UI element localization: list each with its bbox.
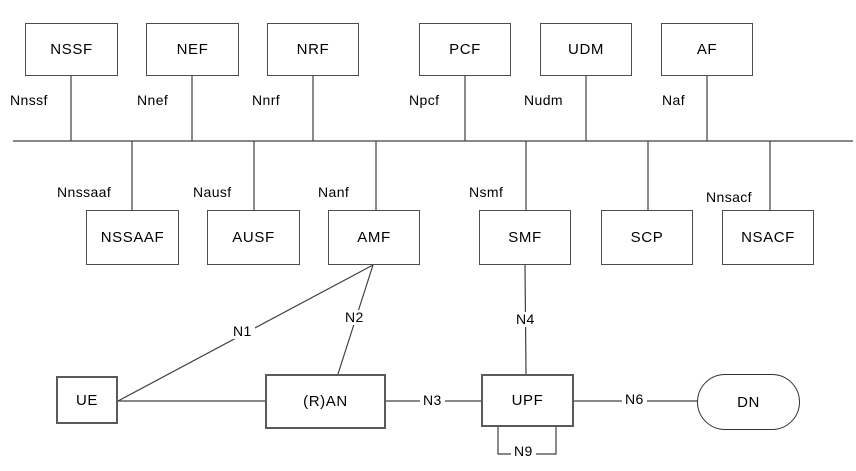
node-label-nssaaf: NSSAAF xyxy=(100,229,165,246)
node-box-nssf: NSSF xyxy=(25,23,118,76)
reference-label-n3: N3 xyxy=(420,393,445,408)
interface-label-nnef: Nnef xyxy=(137,92,169,108)
reference-label-n6: N6 xyxy=(622,392,647,407)
node-box-nef: NEF xyxy=(146,23,239,76)
reference-label-n9: N9 xyxy=(511,444,536,459)
interface-label-nudm: Nudm xyxy=(524,92,563,108)
node-label-smf: SMF xyxy=(508,229,542,246)
node-box-ue: UE xyxy=(56,376,118,424)
node-label-amf: AMF xyxy=(357,229,391,246)
node-label-ausf: AUSF xyxy=(232,229,275,246)
node-label-ran: (R)AN xyxy=(303,393,348,410)
reference-label-n1: N1 xyxy=(230,324,255,339)
interface-label-nanf: Nanf xyxy=(318,184,350,200)
node-box-af: AF xyxy=(661,23,753,76)
interface-label-nsmf: Nsmf xyxy=(469,184,504,200)
node-box-smf: SMF xyxy=(479,210,571,265)
node-label-pcf: PCF xyxy=(449,41,481,58)
node-box-nssaaf: NSSAAF xyxy=(86,210,179,265)
node-box-udm: UDM xyxy=(540,23,632,76)
node-label-ue: UE xyxy=(75,391,99,409)
node-label-nssf: NSSF xyxy=(50,41,93,58)
node-box-amf: AMF xyxy=(328,210,420,265)
reference-label-n4: N4 xyxy=(513,312,538,327)
node-box-pcf: PCF xyxy=(419,23,511,76)
node-label-scp: SCP xyxy=(630,229,664,246)
node-box-nsacf: NSACF xyxy=(722,210,814,265)
node-label-dn: DN xyxy=(737,393,760,411)
node-label-udm: UDM xyxy=(568,41,604,58)
node-label-nef: NEF xyxy=(176,41,209,58)
interface-label-nnsacf: Nnsacf xyxy=(706,189,752,205)
interface-label-nausf: Nausf xyxy=(193,184,232,200)
interface-label-nnrf: Nnrf xyxy=(252,92,281,108)
node-box-scp: SCP xyxy=(601,210,693,265)
interface-label-naf: Naf xyxy=(662,92,685,108)
node-label-nrf: NRF xyxy=(296,41,330,58)
node-box-ran: (R)AN xyxy=(265,374,386,429)
node-label-af: AF xyxy=(696,41,718,58)
node-box-upf: UPF xyxy=(481,374,574,427)
node-box-ausf: AUSF xyxy=(207,210,300,265)
reference-label-n2: N2 xyxy=(342,310,367,325)
node-label-nsacf: NSACF xyxy=(741,229,795,246)
node-box-nrf: NRF xyxy=(267,23,359,76)
interface-label-nnssf: Nnssf xyxy=(10,92,48,108)
node-label-upf: UPF xyxy=(511,392,544,409)
interface-label-nnssaaf: Nnssaaf xyxy=(57,184,112,200)
node-box-dn: DN xyxy=(697,374,800,430)
interface-label-npcf: Npcf xyxy=(409,92,440,108)
